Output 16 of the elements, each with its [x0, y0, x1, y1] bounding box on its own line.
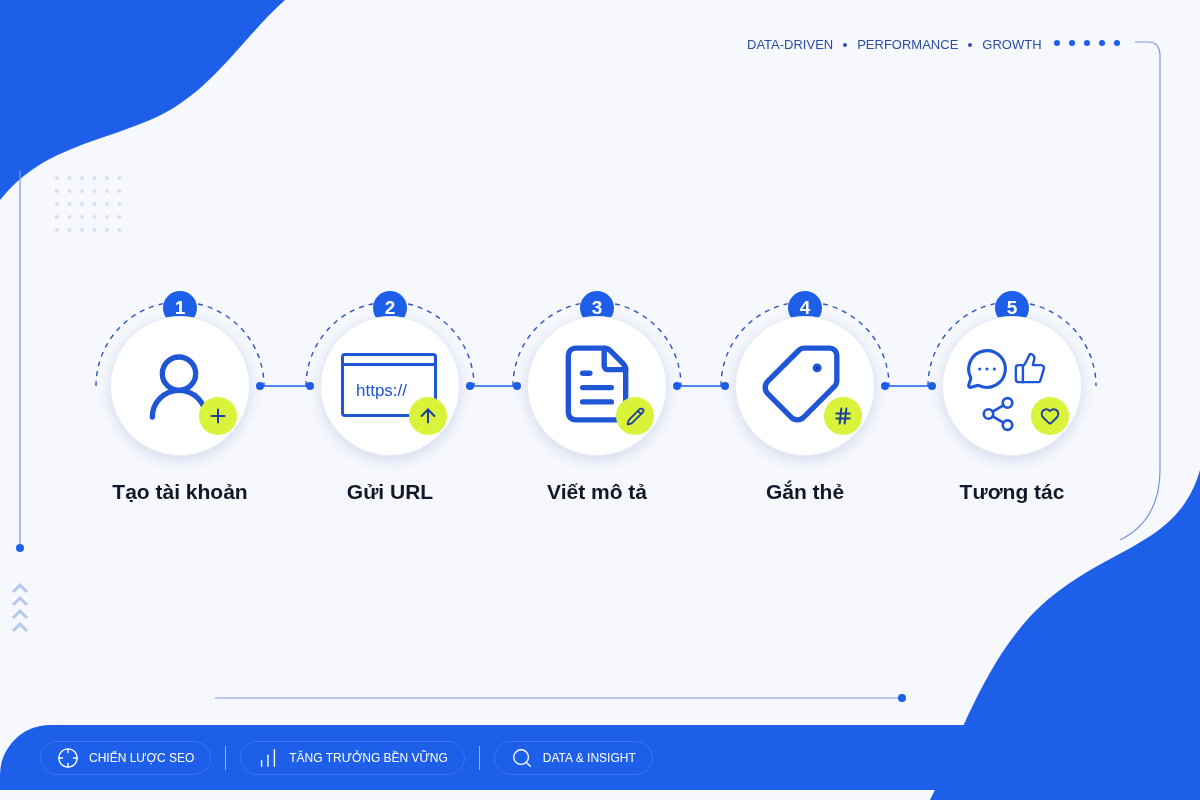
step-label: Tạo tài khoản	[111, 479, 249, 505]
step-label: Tương tác	[958, 479, 1066, 505]
tagline-text: PERFORMANCE	[857, 36, 959, 54]
url-text: https://	[356, 381, 408, 399]
feature-text: DATA & INSIGHT	[542, 749, 636, 767]
connector-line	[466, 382, 521, 390]
feature-text: TĂNG TRƯỞNG BỀN VỮNG	[289, 749, 448, 767]
step-label: Viết mô tả	[546, 479, 648, 505]
connector-line	[881, 382, 936, 390]
tagline-text: DATA-DRIVEN	[747, 36, 834, 54]
step-label: Gắn thẻ	[764, 479, 846, 505]
step-label: Gửi URL	[345, 479, 435, 505]
tagline-text: GROWTH	[982, 36, 1042, 54]
feature-text: CHIẾN LƯỢC SEO	[89, 749, 195, 767]
connector-line	[673, 382, 729, 390]
connector-line	[256, 382, 314, 390]
